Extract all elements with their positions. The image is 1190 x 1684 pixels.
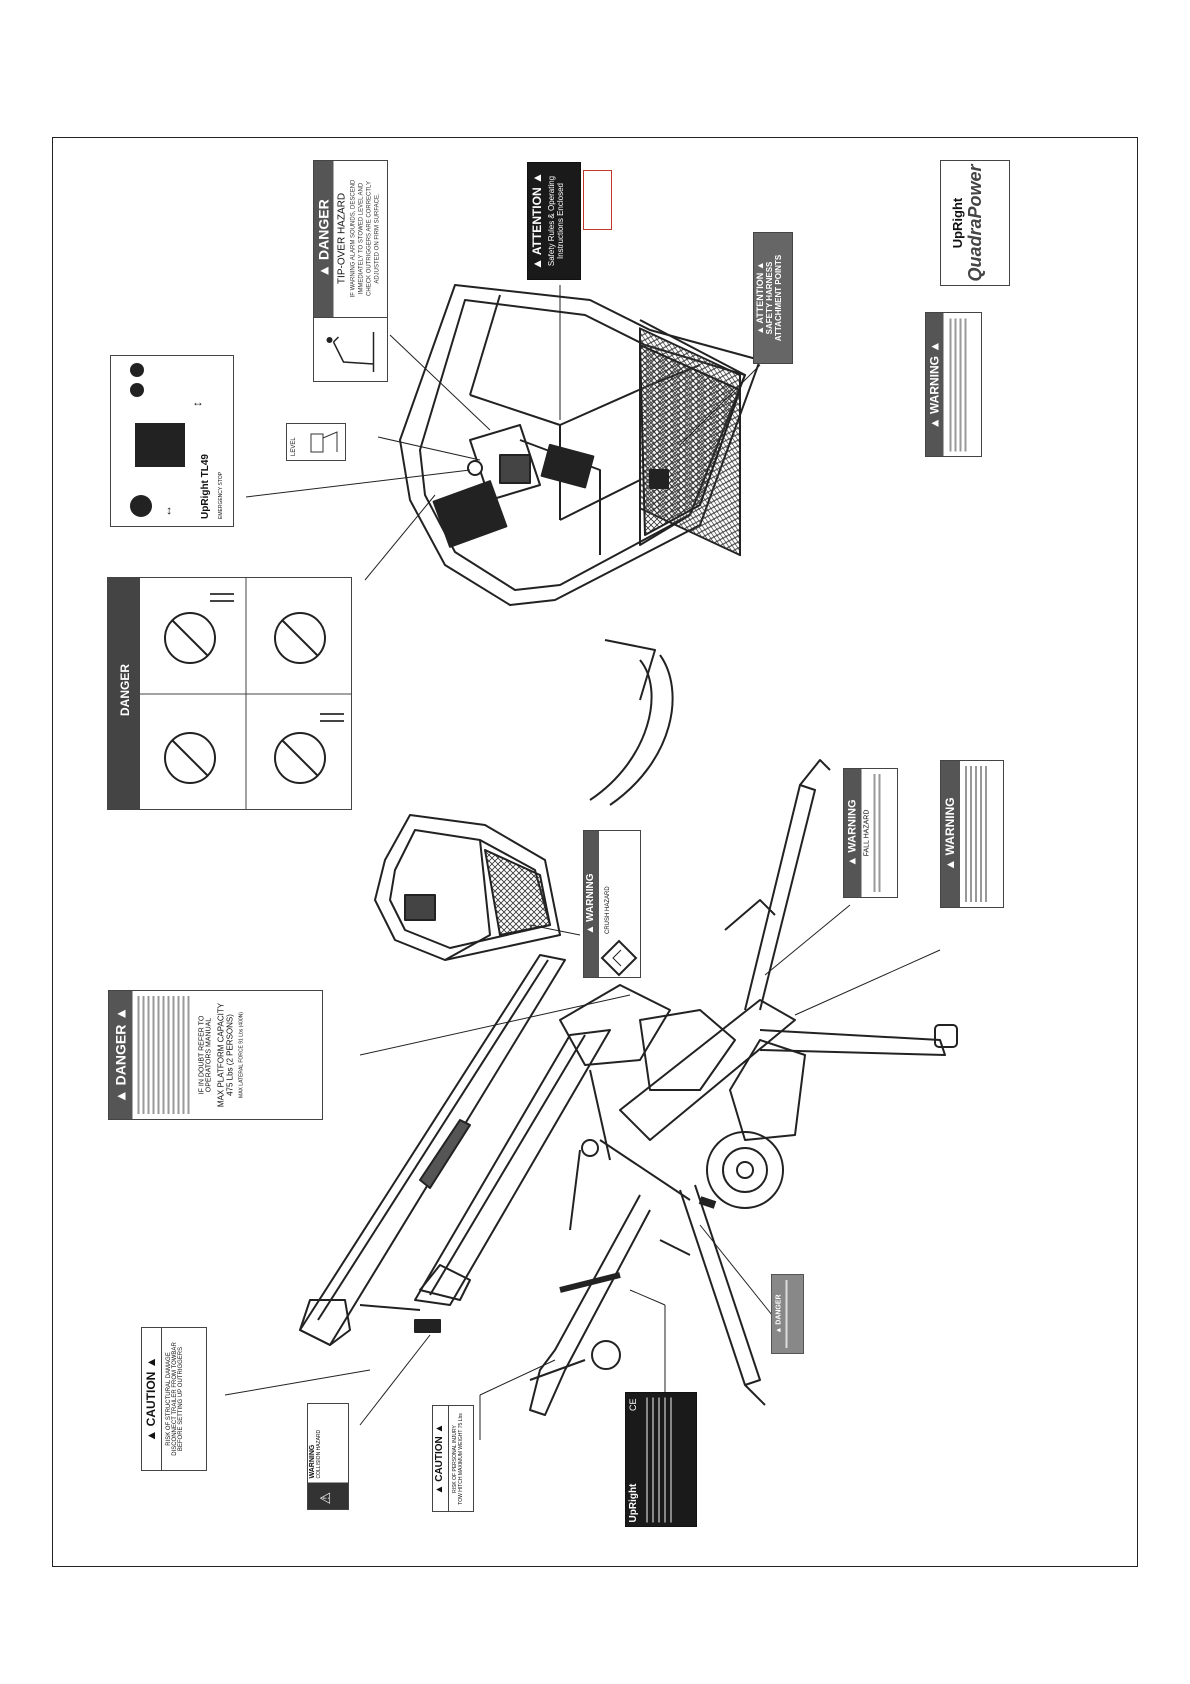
danger-capacity-weight: 475 Lbs (2 PERSONS) <box>225 1014 234 1096</box>
warning-triangle-icon: ▲ <box>755 325 765 335</box>
warning-triangle-icon: ▲ <box>755 261 765 271</box>
hazard-pictograms <box>140 578 351 809</box>
attention-harness-line1: SAFETY HARNESS <box>765 261 774 335</box>
brand-logo-label: UpRight QuadraPower <box>940 160 1010 286</box>
red-marker-box <box>583 170 612 230</box>
product-name: QuadraPower <box>965 164 985 282</box>
platform-basket-lower <box>374 814 561 961</box>
diagram-frame <box>52 137 1138 1567</box>
warning-large-label: ▲ WARNING <box>940 760 1004 908</box>
warning-triangle-icon: ▲ <box>112 1089 128 1104</box>
brand-name: UpRight <box>950 197 965 249</box>
warning-triangle-icon: ▲ <box>434 1484 445 1494</box>
danger-pictogram-label: DANGER <box>107 577 352 810</box>
serial-plate-label: UpRight CE <box>625 1392 697 1527</box>
attention-rules-header: ATTENTION <box>530 187 544 256</box>
warning-fall-subtitle: FALL HAZARD <box>863 809 870 857</box>
warning-triangle-icon: ▲ <box>846 855 858 867</box>
arrow-icon: ↔ <box>160 505 174 517</box>
caution-structural-header: CAUTION <box>144 1371 158 1427</box>
danger-tipover-title: TIP-OVER HAZARD <box>336 192 347 285</box>
danger-tipover-header: DANGER <box>315 199 331 260</box>
danger-capacity-force: MAX LATERAL FORCE 91 Lbs (400N) <box>238 1012 244 1098</box>
no-entry-icon <box>164 612 326 784</box>
caution-structural-line3: BEFORE SETTING UP OUTRIGGERS <box>178 1346 184 1452</box>
danger-tipover-line: CHECK OUTRIGGERS ARE CORRECTLY <box>366 181 372 296</box>
tipover-pictogram-icon <box>326 332 374 372</box>
warning-fall-label: ▲ WARNING FALL HAZARD <box>843 768 898 898</box>
attention-harness-header: ATTENTION <box>755 272 765 324</box>
danger-tipover-line: IF WARNING ALARM SOUNDS, DESCEND <box>350 179 356 298</box>
outriggers <box>569 759 958 1406</box>
attention-harness-label: ▲ ATTENTION ▲ SAFETY HARNESS ATTACHMENT … <box>753 232 793 364</box>
level-text: LEVEL <box>291 437 297 456</box>
danger-capacity-refer: IF IN DOUBT REFER TO <box>198 1015 205 1095</box>
arrow-icon: ↕ <box>190 401 204 407</box>
boom <box>299 954 611 1346</box>
danger-small-header: DANGER <box>775 1294 782 1325</box>
serial-plate-brand: UpRight <box>628 1483 639 1522</box>
attention-rules-label: ▲ ATTENTION ▲ Safety Rules & Operating I… <box>527 162 581 280</box>
warning-triangle-icon: ▲ <box>434 1423 445 1433</box>
control-panel-estop: EMERGENCY STOP <box>218 471 224 519</box>
crush-hazard-icon <box>600 939 638 977</box>
warning-large-header: WARNING <box>943 797 957 856</box>
warning-triangle-icon: ▲ <box>775 1326 782 1334</box>
warning-triangle-icon: ▲ <box>144 1356 158 1369</box>
danger-tipover-label: ▲ DANGER TIP-OVER HAZARD IF WARNING ALAR… <box>313 160 388 382</box>
collision-icon: ⚠ <box>317 1491 333 1504</box>
warning-triangle-icon: ▲ <box>112 1006 128 1021</box>
level-icon <box>310 431 338 453</box>
control-panel-label: UpRight TL49 EMERGENCY STOP ↕ ↔ <box>110 355 234 527</box>
danger-capacity-manual: OPERATORS MANUAL <box>205 1017 212 1093</box>
warning-triangle-icon: ▲ <box>585 924 596 935</box>
caution-hitch-label: ▲ CAUTION ▲ RISK OF PERSONAL INJURY TOW … <box>432 1405 474 1512</box>
warning-triangle-icon: ▲ <box>530 172 544 184</box>
rotation-arrow <box>589 639 674 806</box>
danger-tipover-line: IMMEDIATELY TO STOWED LEVEL AND <box>358 182 364 295</box>
level-label: LEVEL <box>286 423 346 461</box>
warning-collision-subtitle: COLLISION HAZARD <box>316 1429 322 1478</box>
caution-hitch-line2: TOW HITCH MAXIMUM WEIGHT 75 Lbs <box>458 1412 464 1505</box>
attention-harness-line2: ATTACHMENT POINTS <box>774 254 783 342</box>
tow-bar <box>529 1194 651 1416</box>
warning-triangle-icon: ▲ <box>315 263 331 278</box>
danger-capacity-max: MAX PLATFORM CAPACITY <box>216 1002 225 1108</box>
danger-small-label: ▲ DANGER <box>771 1274 804 1354</box>
danger-pictogram-header: DANGER <box>118 664 132 717</box>
warning-triangle-icon: ▲ <box>144 1429 158 1442</box>
warning-collision-label: ⚠ WARNING COLLISION HAZARD <box>307 1403 349 1510</box>
attention-rules-line2: Instructions Enclosed <box>556 182 565 260</box>
warning-right-header: WARNING <box>927 355 941 414</box>
chassis <box>559 984 806 1209</box>
warning-triangle-icon: ▲ <box>927 416 941 429</box>
danger-tipover-line: ADJUSTED ON FIRM SURFACE. <box>374 193 380 284</box>
warning-right-label: ▲ WARNING ▲ <box>925 312 982 457</box>
warning-triangle-icon: ▲ <box>943 858 957 871</box>
warning-fall-header: WARNING <box>846 799 858 853</box>
warning-crush-label: ▲ WARNING CRUSH HAZARD <box>583 830 641 978</box>
danger-capacity-header: DANGER <box>112 1024 128 1086</box>
caution-hitch-header: CAUTION <box>434 1435 445 1482</box>
warning-triangle-icon: ▲ <box>530 258 544 270</box>
caution-structural-label: ▲ CAUTION ▲ RISK OF STRUCTURAL DAMAGE DI… <box>141 1327 207 1471</box>
danger-capacity-label: ▲ DANGER ▲ IF IN DOUBT REFER TO OPERATOR… <box>108 990 323 1120</box>
warning-crush-subtitle: CRUSH HAZARD <box>605 886 611 934</box>
control-panel-model: UpRight TL49 <box>200 454 211 519</box>
warning-crush-header: WARNING <box>585 873 596 922</box>
attention-rules-line1: Safety Rules & Operating <box>547 175 556 267</box>
warning-triangle-icon: ▲ <box>927 340 941 353</box>
ce-mark-icon: CE <box>628 1398 638 1411</box>
platform-basket-upper <box>399 284 761 606</box>
warning-collision-header: WARNING <box>309 1444 316 1478</box>
